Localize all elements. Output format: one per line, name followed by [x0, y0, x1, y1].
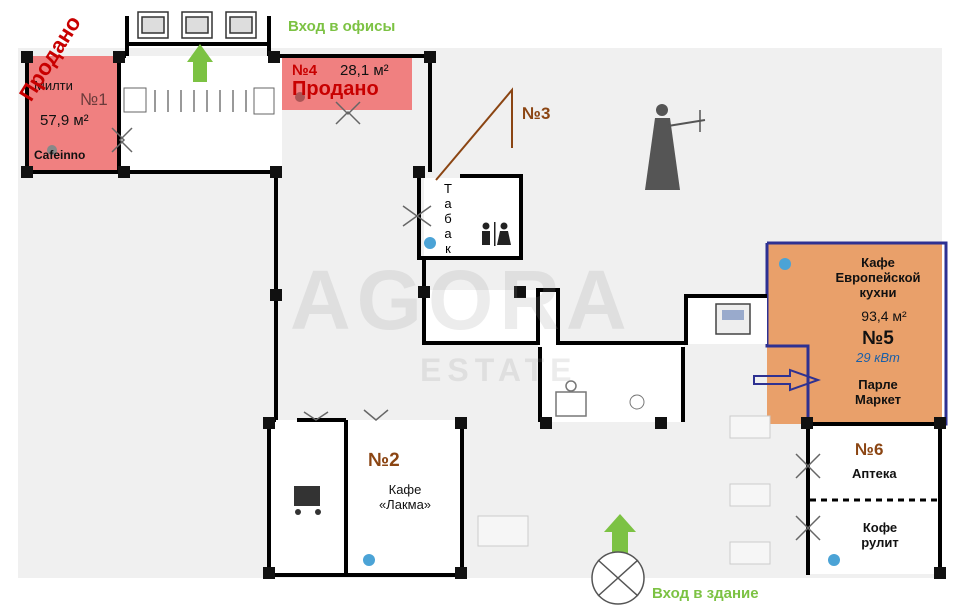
turnstile-icon	[154, 90, 247, 112]
pointer-arrow-icon	[753, 368, 821, 392]
unit-5-area-label: 93,4 м²	[861, 308, 907, 324]
unit-5-number: №5	[862, 328, 894, 349]
watermark-logo: AGORA	[290, 253, 633, 347]
watermark-subtitle: ESTATE	[420, 352, 578, 388]
tabak-letter: Т	[444, 181, 452, 196]
unit-1-area[interactable]	[27, 56, 119, 174]
elevator-icon	[137, 11, 257, 39]
unit-5-tenant-line2: Маркет	[854, 392, 902, 407]
unit-4-area-label: 28,1 м²	[340, 62, 389, 79]
marker-dot-icon	[295, 92, 305, 102]
unit-2-name-line1: Кафе	[388, 482, 422, 497]
unit-1-number: №1	[80, 90, 108, 109]
restroom-area	[424, 178, 520, 258]
unit-1-area-label: 57,9 м²	[40, 112, 89, 129]
coffee-name-line1: Кофе	[862, 520, 898, 535]
security-icon	[123, 87, 147, 113]
unit-6-number: №6	[855, 440, 884, 459]
camera-icon	[629, 394, 645, 410]
unit-5-area[interactable]	[767, 244, 942, 424]
tabak-letter: к	[445, 241, 451, 256]
reception-area	[538, 344, 684, 422]
unit-5-power: 29 кВт	[856, 350, 900, 365]
unit-5-tenant-line1: Парле	[858, 377, 898, 392]
unit-1-tenant: Милти	[34, 78, 73, 93]
unit-4-sold-stamp: Продано	[292, 78, 379, 100]
justice-statue-icon	[645, 104, 706, 190]
tabak-letter: а	[444, 196, 452, 211]
office-entrance-label: Вход в офисы	[288, 18, 396, 35]
door-icon	[111, 101, 821, 541]
revolving-door-icon	[591, 551, 645, 605]
unit-2-number: №2	[368, 450, 400, 471]
unit-1-tenant2: Cafeinno	[34, 148, 86, 162]
restroom-icon	[482, 222, 511, 246]
cart-icon	[294, 486, 321, 515]
unit-5-name-line1: Кафе	[861, 255, 895, 270]
building-entrance-arrow-icon	[604, 514, 636, 554]
atm-icon	[715, 303, 751, 335]
unit-2-name-line2: «Лакма»	[378, 497, 432, 512]
unit-3-number: №3	[522, 104, 551, 123]
unit-3-pointer	[435, 87, 513, 181]
table-icon	[477, 415, 771, 565]
columns	[21, 51, 946, 579]
scanner-icon	[253, 87, 275, 115]
unit-5-name-line2: Европейской	[835, 270, 921, 285]
unit-4-area[interactable]	[282, 56, 412, 110]
unit-6-area[interactable]	[808, 424, 942, 574]
office-entrance-arrow-icon	[187, 44, 213, 82]
marker-dot-icon	[47, 145, 57, 155]
unit-5-name-line3: кухни	[859, 285, 897, 300]
unit-4-number: №4	[292, 62, 318, 79]
tabak-letter: б	[444, 211, 452, 226]
coffee-name-line2: рулит	[861, 535, 899, 550]
unit-6-name: Аптека	[852, 466, 897, 481]
reception-desk-icon	[555, 380, 587, 417]
socket-icon	[363, 237, 840, 566]
tabak-letter: а	[444, 226, 452, 241]
building-entrance-label: Вход в здание	[652, 585, 759, 602]
